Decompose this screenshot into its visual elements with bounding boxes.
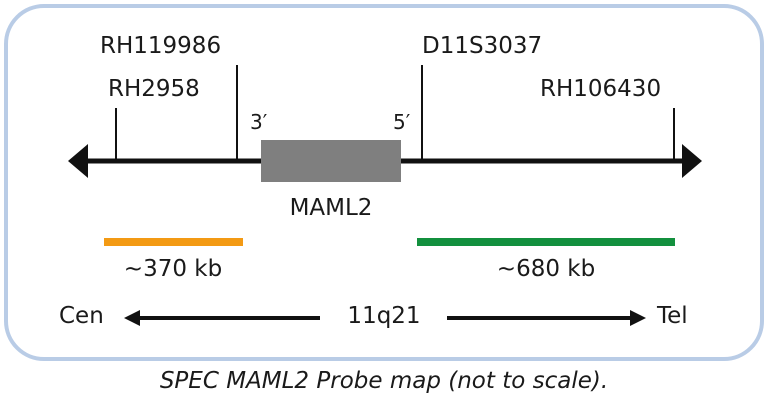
right-arrowhead xyxy=(682,144,702,178)
marker-label-rh2958: RH2958 xyxy=(108,76,200,102)
gene-box xyxy=(261,140,401,182)
gene-5prime-label: 5′ xyxy=(393,110,411,134)
left-arrowhead xyxy=(68,144,88,178)
centromere-label: Cen xyxy=(59,303,104,329)
gene-3prime-label: 3′ xyxy=(250,110,268,134)
probe-bar-green xyxy=(417,238,675,246)
marker-label-d11s3037: D11S3037 xyxy=(422,33,543,59)
probe-bar-orange xyxy=(104,238,243,246)
telomere-label: Tel xyxy=(657,303,688,329)
marker-label-rh106430: RH106430 xyxy=(540,76,662,102)
band-label: 11q21 xyxy=(347,303,421,329)
marker-label-rh119986: RH119986 xyxy=(100,33,222,59)
cen-arrowhead xyxy=(124,310,140,326)
figure-caption: SPEC MAML2 Probe map (not to scale). xyxy=(159,368,609,394)
tel-arrowhead xyxy=(630,310,646,326)
probe-size-orange: ~370 kb xyxy=(123,256,223,282)
probe-size-green: ~680 kb xyxy=(496,256,596,282)
gene-name-label: MAML2 xyxy=(289,195,373,221)
diagram-frame xyxy=(4,4,764,361)
